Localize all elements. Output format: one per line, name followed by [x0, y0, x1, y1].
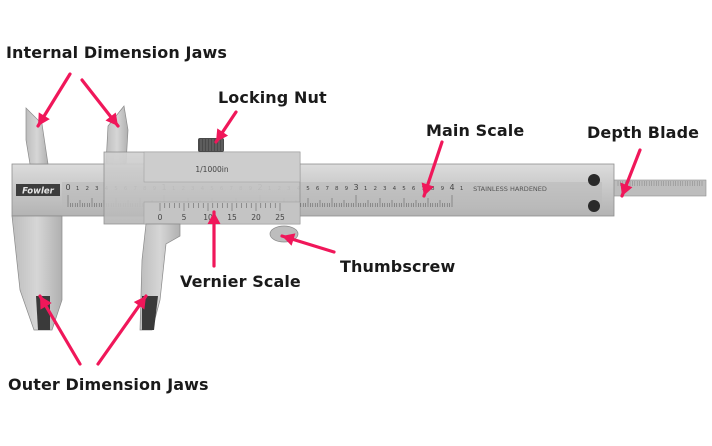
main-scale-subnumber: 9	[345, 186, 349, 192]
brand-text: Fowler	[22, 187, 55, 197]
arrow-icon	[282, 233, 296, 246]
resolution-text: 1/1000in	[195, 165, 228, 174]
material-text: STAINLESS HARDENED	[473, 185, 547, 193]
main-scale-subnumber: 5	[402, 186, 406, 192]
depth-blade-ticks	[617, 181, 703, 186]
main-scale-subnumber: 4	[393, 186, 397, 192]
main-scale-subnumber: 7	[325, 186, 329, 192]
locking-nut-knurl	[200, 139, 223, 151]
vernier-scale-ticks: 0 5 10 15 20 25	[158, 203, 285, 222]
arrow-icon	[38, 112, 50, 126]
arrow-icon	[216, 128, 229, 142]
rivet-bottom	[588, 200, 600, 212]
arrow-outer-jaw-left	[38, 294, 82, 366]
movable-outer-jaw-tip	[142, 296, 158, 330]
main-scale-subnumber: 3	[95, 186, 99, 192]
main-scale-subnumber: 1	[460, 186, 464, 192]
main-scale-number: 3	[353, 183, 358, 192]
main-scale-subnumber: 5	[306, 186, 310, 192]
label-locking-nut: Locking Nut	[218, 88, 327, 107]
vernier-number: 0	[158, 213, 163, 222]
arrow-icon	[105, 112, 118, 126]
vernier-number: 15	[227, 213, 237, 222]
main-scale-subnumber: 2	[373, 186, 377, 192]
main-scale-subnumber: 3	[383, 186, 387, 192]
arrow-internal-jaw-left	[36, 72, 72, 128]
main-scale-subnumber: 2	[85, 186, 89, 192]
arrow-icon	[421, 182, 434, 196]
label-depth-blade: Depth Blade	[587, 123, 700, 142]
main-scale-subnumber: 6	[316, 186, 320, 192]
arrow-icon	[40, 296, 52, 310]
arrow-icon	[133, 296, 146, 310]
vernier-number: 5	[182, 213, 187, 222]
locking-nut	[198, 138, 224, 152]
label-main-scale: Main Scale	[426, 121, 525, 140]
main-scale-subnumber: 1	[76, 186, 80, 192]
arrow-outer-jaw-right	[96, 294, 148, 366]
arrow-icon	[207, 212, 221, 224]
vernier-number: 20	[251, 213, 261, 222]
callout-arrows	[36, 72, 642, 366]
arrow-icon	[620, 182, 633, 196]
label-thumbscrew: Thumbscrew	[340, 257, 456, 276]
main-scale-subnumber: 6	[412, 186, 416, 192]
brand-badge	[16, 184, 60, 196]
main-scale-subnumber: 1	[364, 186, 368, 192]
main-scale-subnumber: 9	[441, 186, 445, 192]
main-scale-subnumber: 8	[335, 186, 339, 192]
arrow-vernier-scale	[207, 210, 221, 268]
label-internal-jaws: Internal Dimension Jaws	[6, 43, 227, 62]
arrow-locking-nut	[214, 110, 238, 144]
arrow-main-scale	[421, 140, 444, 198]
arrow-internal-jaw-right	[80, 78, 120, 128]
vernier-number: 10	[203, 213, 213, 222]
arrow-depth-blade	[620, 148, 642, 198]
label-vernier-scale: Vernier Scale	[180, 272, 301, 291]
main-scale-subnumber: 8	[431, 186, 435, 192]
slide-top-rail	[143, 151, 301, 183]
rivet-top	[588, 174, 600, 186]
vernier-number: 25	[275, 213, 285, 222]
main-scale-number: 0	[65, 183, 70, 192]
main-scale-number: 4	[449, 183, 454, 192]
label-outer-jaws: Outer Dimension Jaws	[8, 375, 209, 394]
arrow-thumbscrew	[280, 233, 336, 254]
